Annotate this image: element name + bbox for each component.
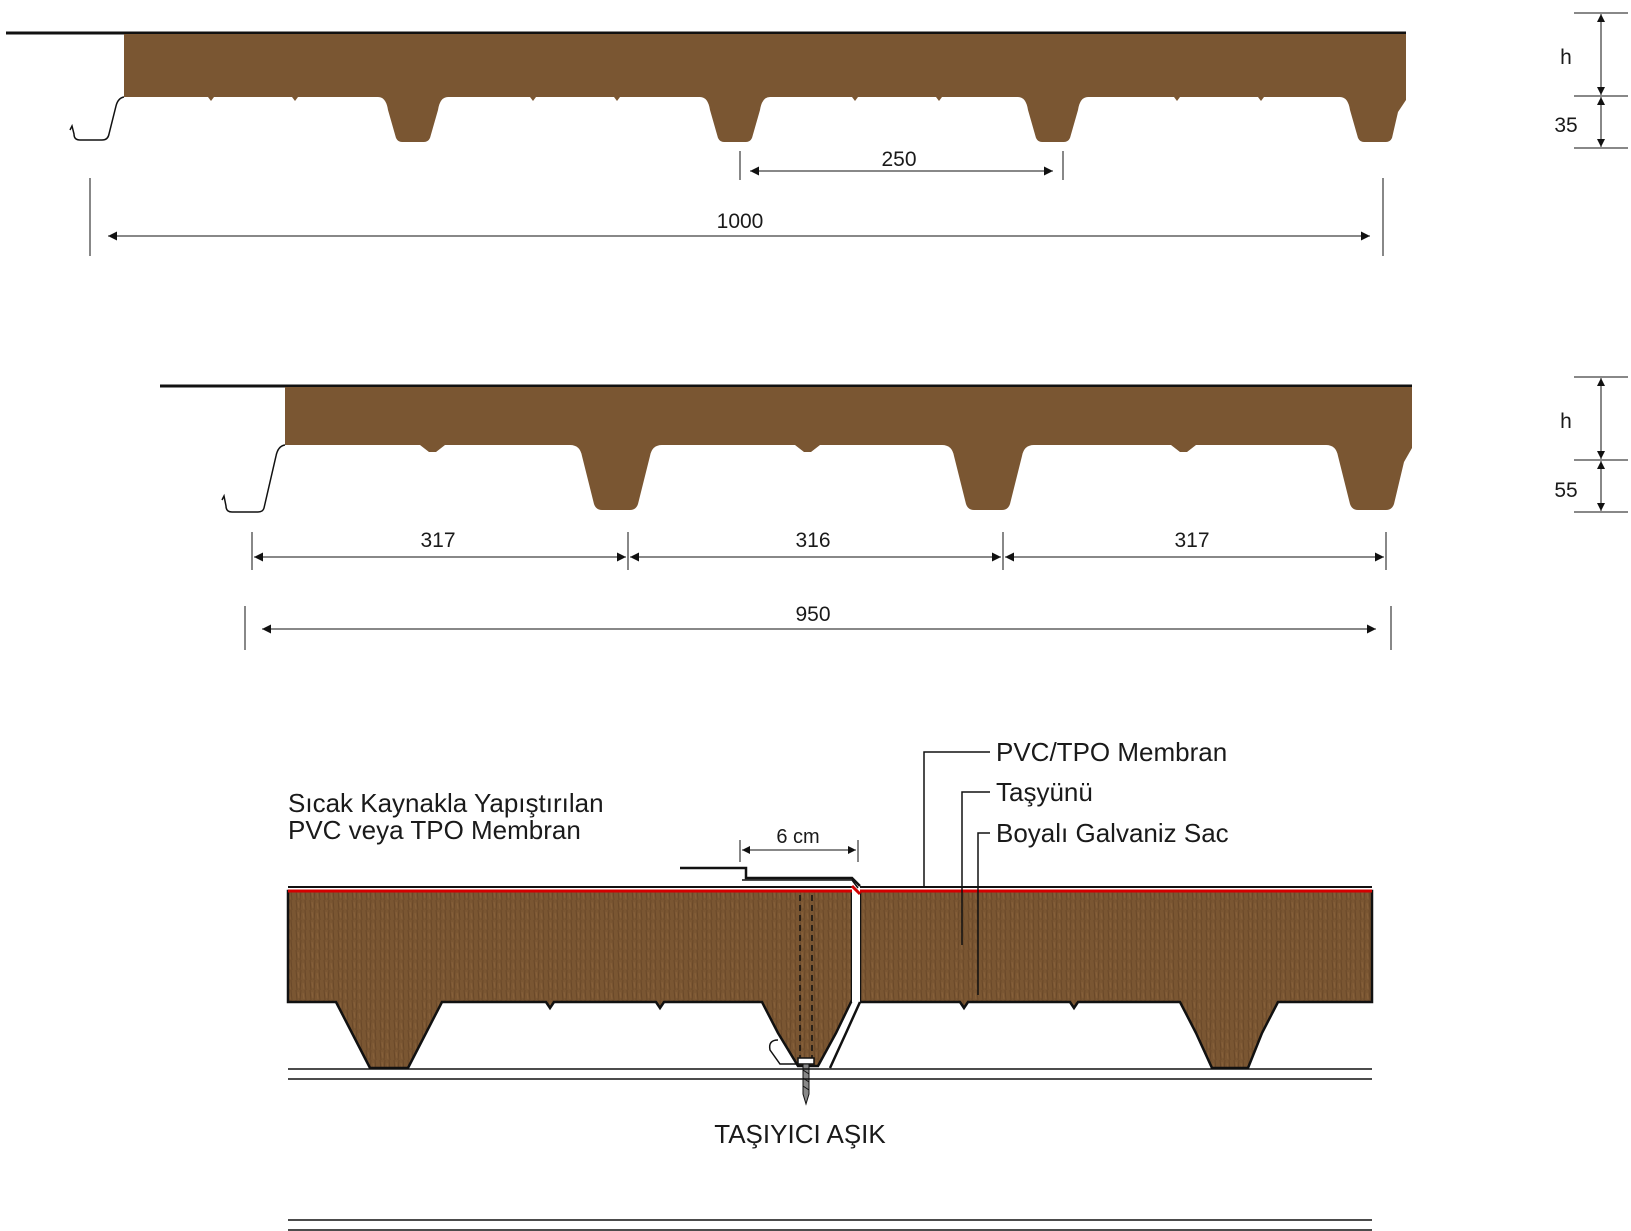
section-right-panel	[858, 889, 1374, 1070]
overlap-dimension: 6 cm	[776, 826, 819, 848]
panel-mid: 317 316 317 950 h 55	[160, 376, 1628, 650]
label-membrane: PVC/TPO Membran	[996, 737, 1227, 767]
mid-seg2-dimension: 316	[795, 529, 830, 552]
top-rib-label: 35	[1554, 114, 1577, 137]
mid-seg1-dimension: 317	[420, 529, 455, 552]
label-hot-weld-line1: Sıcak Kaynakla Yapıştırılan	[288, 788, 604, 818]
section-left-panel	[286, 889, 854, 1070]
label-purlin: TAŞIYICI AŞIK	[714, 1119, 886, 1149]
mid-side-lap	[221, 444, 286, 513]
mid-width-dimension: 950	[795, 603, 830, 626]
mid-rib-label: 55	[1554, 479, 1577, 502]
section-detail: 6 cm Sıcak Kaynakla Yapıştırılan PVC vey…	[286, 737, 1374, 1231]
top-pitch-dimension: 250	[881, 148, 916, 171]
mid-panel-body	[285, 387, 1412, 510]
label-wool: Taşyünü	[996, 777, 1093, 807]
section-joint-gap	[852, 888, 860, 1002]
top-panel-body	[124, 34, 1406, 142]
panel-top: 250 1000 h 35	[6, 12, 1628, 256]
mid-h-label: h	[1560, 410, 1572, 433]
label-sheet: Boyalı Galvaniz Sac	[996, 818, 1229, 848]
top-h-label: h	[1560, 46, 1572, 69]
mid-seg3-dimension: 317	[1174, 529, 1209, 552]
label-hot-weld-line2: PVC veya TPO Membran	[288, 815, 581, 845]
top-width-dimension: 1000	[717, 210, 764, 233]
top-side-lap	[69, 96, 125, 141]
